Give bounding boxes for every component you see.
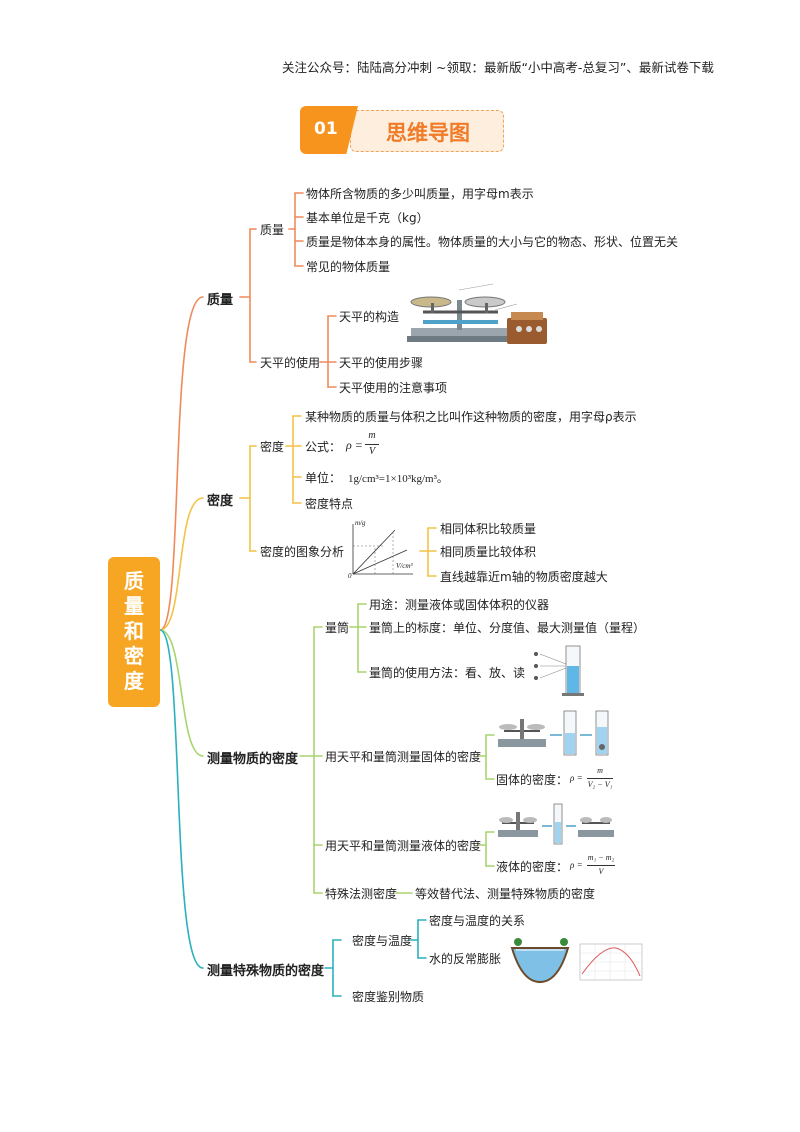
banner-number: 01 <box>314 119 338 139</box>
cylinder-item-3: 量筒的使用方法：看、放、读 <box>369 666 526 680</box>
root-to-mass-line <box>159 296 204 631</box>
section-banner: 01 思维导图 <box>300 106 505 154</box>
graph-item-1: 相同体积比较质量 <box>440 522 537 536</box>
liquid-experiment-illustration <box>498 803 614 845</box>
density-formula-lhs: ρ = <box>346 438 363 452</box>
branch-mass: 质量 <box>207 293 234 308</box>
special-sub-identify: 密度鉴别物质 <box>352 990 425 1004</box>
liquid-formula-num: m₁ − m₂ <box>587 853 615 862</box>
cylinder-item-1: 用途：测量液体或固体体积的仪器 <box>369 598 550 612</box>
branch-special-density: 测量特殊物质的密度 <box>207 964 325 979</box>
mass-sub-balance: 天平的使用 <box>260 356 321 370</box>
balance-illustration <box>407 283 547 344</box>
graph-item-3: 直线越靠近m轴的物质密度越大 <box>440 570 608 584</box>
branch-density: 密度 <box>207 494 234 509</box>
root-to-measure-line <box>159 629 204 757</box>
root-to-special-line <box>159 629 204 969</box>
mass-item-3: 质量是物体本身的属性。物体质量的大小与它的物态、形状、位置无关 <box>306 235 679 249</box>
liquid-formula-bar <box>587 865 615 866</box>
water-anomaly-illustration <box>510 938 643 984</box>
root-node: 质量和密度 <box>108 557 160 707</box>
density-formula-bar <box>365 444 379 445</box>
measure-sub-liquid: 用天平和量筒测量液体的密度 <box>325 839 482 853</box>
balance-item-1: 天平的构造 <box>339 310 400 324</box>
density-formula-num: m <box>368 430 376 441</box>
density-sub-density: 密度 <box>260 440 285 454</box>
density-definition: 某种物质的质量与体积之比叫作这种物质的密度，用字母ρ表示 <box>305 410 637 424</box>
mass-item-2: 基本单位是千克（kg） <box>306 211 429 225</box>
mass-sub-mass: 质量 <box>260 223 285 237</box>
liquid-formula-den: V <box>598 867 604 876</box>
density-formula-den: V <box>368 446 376 457</box>
liquid-density-label: 液体的密度： <box>496 860 569 874</box>
graph-y-label: m/g <box>355 519 366 527</box>
balance-item-2: 天平的使用步骤 <box>339 356 424 370</box>
temperature-item-2: 水的反常膨胀 <box>429 952 502 966</box>
measure-sub-special: 特殊法测密度 <box>325 887 398 901</box>
density-unit-value: 1g/cm³=1×10³kg/m³。 <box>348 473 448 485</box>
liquid-formula-lhs: ρ = <box>570 860 583 870</box>
header-notice: 关注公众号：陆陆高分冲刺 ~领取：最新版“小中高考-总复习”、最新试卷下载 <box>282 60 714 75</box>
root-to-density-line <box>159 497 204 631</box>
solid-formula-num: m <box>597 766 603 775</box>
solid-formula-lhs: ρ = <box>570 773 583 783</box>
density-feature: 密度特点 <box>305 497 354 511</box>
branch-measure: 测量物质的密度 <box>207 752 299 767</box>
balance-item-3: 天平使用的注意事项 <box>339 381 448 395</box>
graph-origin-label: 0 <box>348 572 352 580</box>
special-sub-temperature: 密度与温度 <box>352 934 413 948</box>
density-sub-graph: 密度的图象分析 <box>260 545 345 559</box>
banner-title: 思维导图 <box>386 121 470 145</box>
solid-formula-den: V₂ − V₁ <box>587 780 613 789</box>
density-unit-label: 单位： <box>305 471 342 485</box>
cylinder-item-2: 量筒上的标度：单位、分度值、最大测量值（量程） <box>369 621 646 635</box>
mass-item-4: 常见的物体质量 <box>306 260 391 274</box>
graph-item-2: 相同质量比较体积 <box>440 545 537 559</box>
mass-item-1: 物体所含物质的多少叫质量，用字母m表示 <box>306 187 534 201</box>
solid-formula-bar <box>587 778 613 779</box>
cylinder-reading-illustration <box>534 645 584 696</box>
temperature-item-1: 密度与温度的关系 <box>429 914 526 928</box>
mv-graph <box>352 524 413 575</box>
solid-experiment-illustration <box>498 710 609 756</box>
measure-sub-solid: 用天平和量筒测量固体的密度 <box>325 750 482 764</box>
graph-x-label: V/cm³ <box>396 562 413 570</box>
solid-density-label: 固体的密度： <box>496 773 569 787</box>
special-method-desc: 等效替代法、测量特殊物质的密度 <box>415 887 596 901</box>
measure-sub-cylinder: 量筒 <box>325 621 350 635</box>
density-formula-label: 公式： <box>305 440 342 454</box>
